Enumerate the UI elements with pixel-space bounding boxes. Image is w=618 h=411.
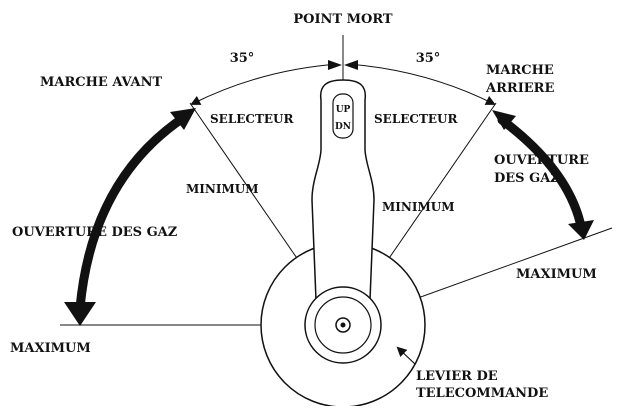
throttle-arrow-right-head-top bbox=[492, 110, 516, 130]
throttle-left-label: OUVERTURE DES GAZ bbox=[12, 225, 178, 240]
selector-left-label: SELECTEUR bbox=[210, 112, 294, 126]
reverse-label-line2: ARRIERE bbox=[485, 81, 554, 96]
lever-label-line2: TELECOMMANDE bbox=[416, 386, 548, 401]
angle-arc-left bbox=[190, 63, 339, 105]
lever-pivot-center bbox=[340, 322, 346, 328]
throttle-arrow-right bbox=[497, 115, 585, 227]
maximum-right-label: MAXIMUM bbox=[516, 267, 597, 282]
reverse-label-line1: MARCHE bbox=[486, 63, 554, 78]
throttle-arrow-right-head-bottom bbox=[568, 220, 594, 240]
up-button-label: UP bbox=[336, 105, 351, 115]
throttle-arrow-left bbox=[75, 111, 191, 313]
throttle-arrow-left-head-top bbox=[170, 108, 196, 130]
forward-label: MARCHE AVANT bbox=[40, 75, 163, 90]
neutral-arrow-right bbox=[344, 60, 358, 70]
lever-arm[interactable] bbox=[311, 79, 375, 301]
angle-right-label: 35° bbox=[416, 51, 441, 66]
lever-pointer-arrow bbox=[396, 346, 416, 365]
throttle-right-line1: OUVERTURE bbox=[494, 153, 589, 168]
neutral-label: POINT MORT bbox=[293, 12, 393, 27]
selector-right-label: SELECTEUR bbox=[374, 112, 458, 126]
angle-arc-right bbox=[347, 63, 496, 105]
neutral-arrow-left bbox=[328, 60, 342, 70]
throttle-arrow-left-head-bottom bbox=[64, 302, 96, 326]
up-dn-button[interactable] bbox=[332, 93, 354, 139]
lever-label-line1: LEVIER DE bbox=[416, 369, 498, 384]
maximum-left-label: MAXIMUM bbox=[10, 341, 91, 356]
minimum-left-label: MINIMUM bbox=[186, 182, 259, 196]
minimum-right-label: MINIMUM bbox=[382, 200, 455, 214]
dn-button-label: DN bbox=[335, 122, 351, 132]
angle-left-label: 35° bbox=[230, 51, 255, 66]
throttle-right-line2: DES GAZ bbox=[494, 171, 560, 186]
